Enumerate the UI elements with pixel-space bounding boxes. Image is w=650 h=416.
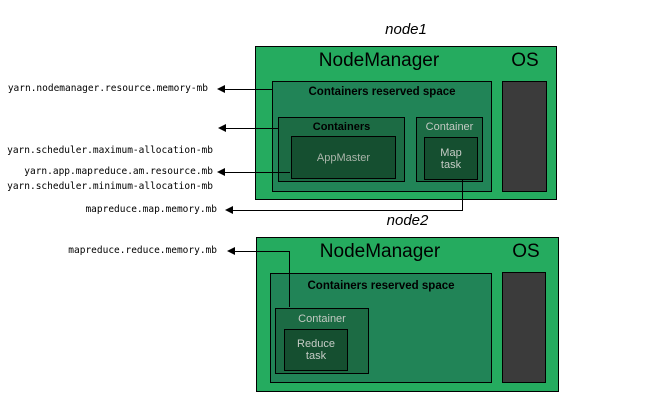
arrow-map-memory-vline: [462, 179, 463, 211]
node1-box: NodeManager OS Containers reserved space…: [255, 46, 557, 200]
arrow-map-memory-line: [233, 210, 463, 211]
config-label-scheduler-allocation: yarn.scheduler.maximum-allocation-mb yar…: [7, 121, 213, 217]
node1-reserved-space-box: Containers reserved space Containers App…: [272, 81, 492, 192]
node1-containers-box: Containers AppMaster: [278, 117, 405, 182]
arrow-reduce-memory-head-icon: [227, 247, 235, 255]
node2-container-label: Container: [298, 313, 346, 325]
arrow-reduce-memory-line: [235, 251, 290, 252]
arrow-nm-resource-head-icon: [217, 85, 225, 93]
config-label-scheduler-max: yarn.scheduler.maximum-allocation-mb: [7, 145, 213, 156]
node1-reserved-space-label: Containers reserved space: [308, 86, 456, 98]
node2-reduce-task-box: Reduce task: [284, 329, 348, 371]
node1-container-label: Container: [425, 121, 474, 133]
node1-title: node1: [385, 21, 427, 38]
node2-nodemanager-label: NodeManager: [319, 241, 441, 262]
node2-box: NodeManager OS Containers reserved space…: [256, 237, 559, 392]
node1-os-label: OS: [511, 50, 539, 71]
node2-reserved-space-box: Containers reserved space Container Redu…: [270, 273, 492, 383]
node1-containers-label: Containers: [312, 121, 371, 133]
node1-nodemanager-label: NodeManager: [318, 50, 440, 71]
config-label-reduce-memory: mapreduce.reduce.memory.mb: [68, 245, 217, 256]
arrow-am-resource-head-icon: [217, 168, 225, 176]
arrow-reduce-memory-vline: [289, 251, 290, 307]
node1-map-task-label: Map task: [440, 146, 462, 171]
node1-appmaster-box: AppMaster: [291, 136, 396, 179]
arrow-scheduler-line: [226, 128, 278, 129]
config-label-scheduler-min: yarn.scheduler.minimum-allocation-mb: [7, 181, 213, 192]
node1-container-box: Container Map task: [416, 117, 483, 182]
node2-reserved-space-label: Containers reserved space: [307, 280, 455, 292]
arrow-nm-resource-line: [225, 89, 272, 90]
node2-container-box: Container Reduce task: [275, 308, 369, 374]
node2-title: node2: [386, 212, 429, 229]
node2-os-label: OS: [512, 241, 540, 262]
config-label-map-memory: mapreduce.map.memory.mb: [85, 204, 217, 215]
arrow-scheduler-head-icon: [218, 124, 226, 132]
node1-os-memory-block: [502, 81, 547, 192]
node2-os-memory-block: [502, 272, 546, 383]
node1-map-task-box: Map task: [424, 137, 478, 180]
arrow-am-resource-line: [225, 172, 290, 173]
arrow-map-memory-head-icon: [225, 206, 233, 214]
config-label-nodemanager-resource: yarn.nodemanager.resource.memory-mb: [7, 83, 208, 94]
config-label-am-resource: yarn.app.mapreduce.am.resource.mb: [24, 166, 213, 177]
node1-appmaster-label: AppMaster: [316, 151, 371, 164]
node2-reduce-task-label: Reduce task: [297, 338, 335, 362]
